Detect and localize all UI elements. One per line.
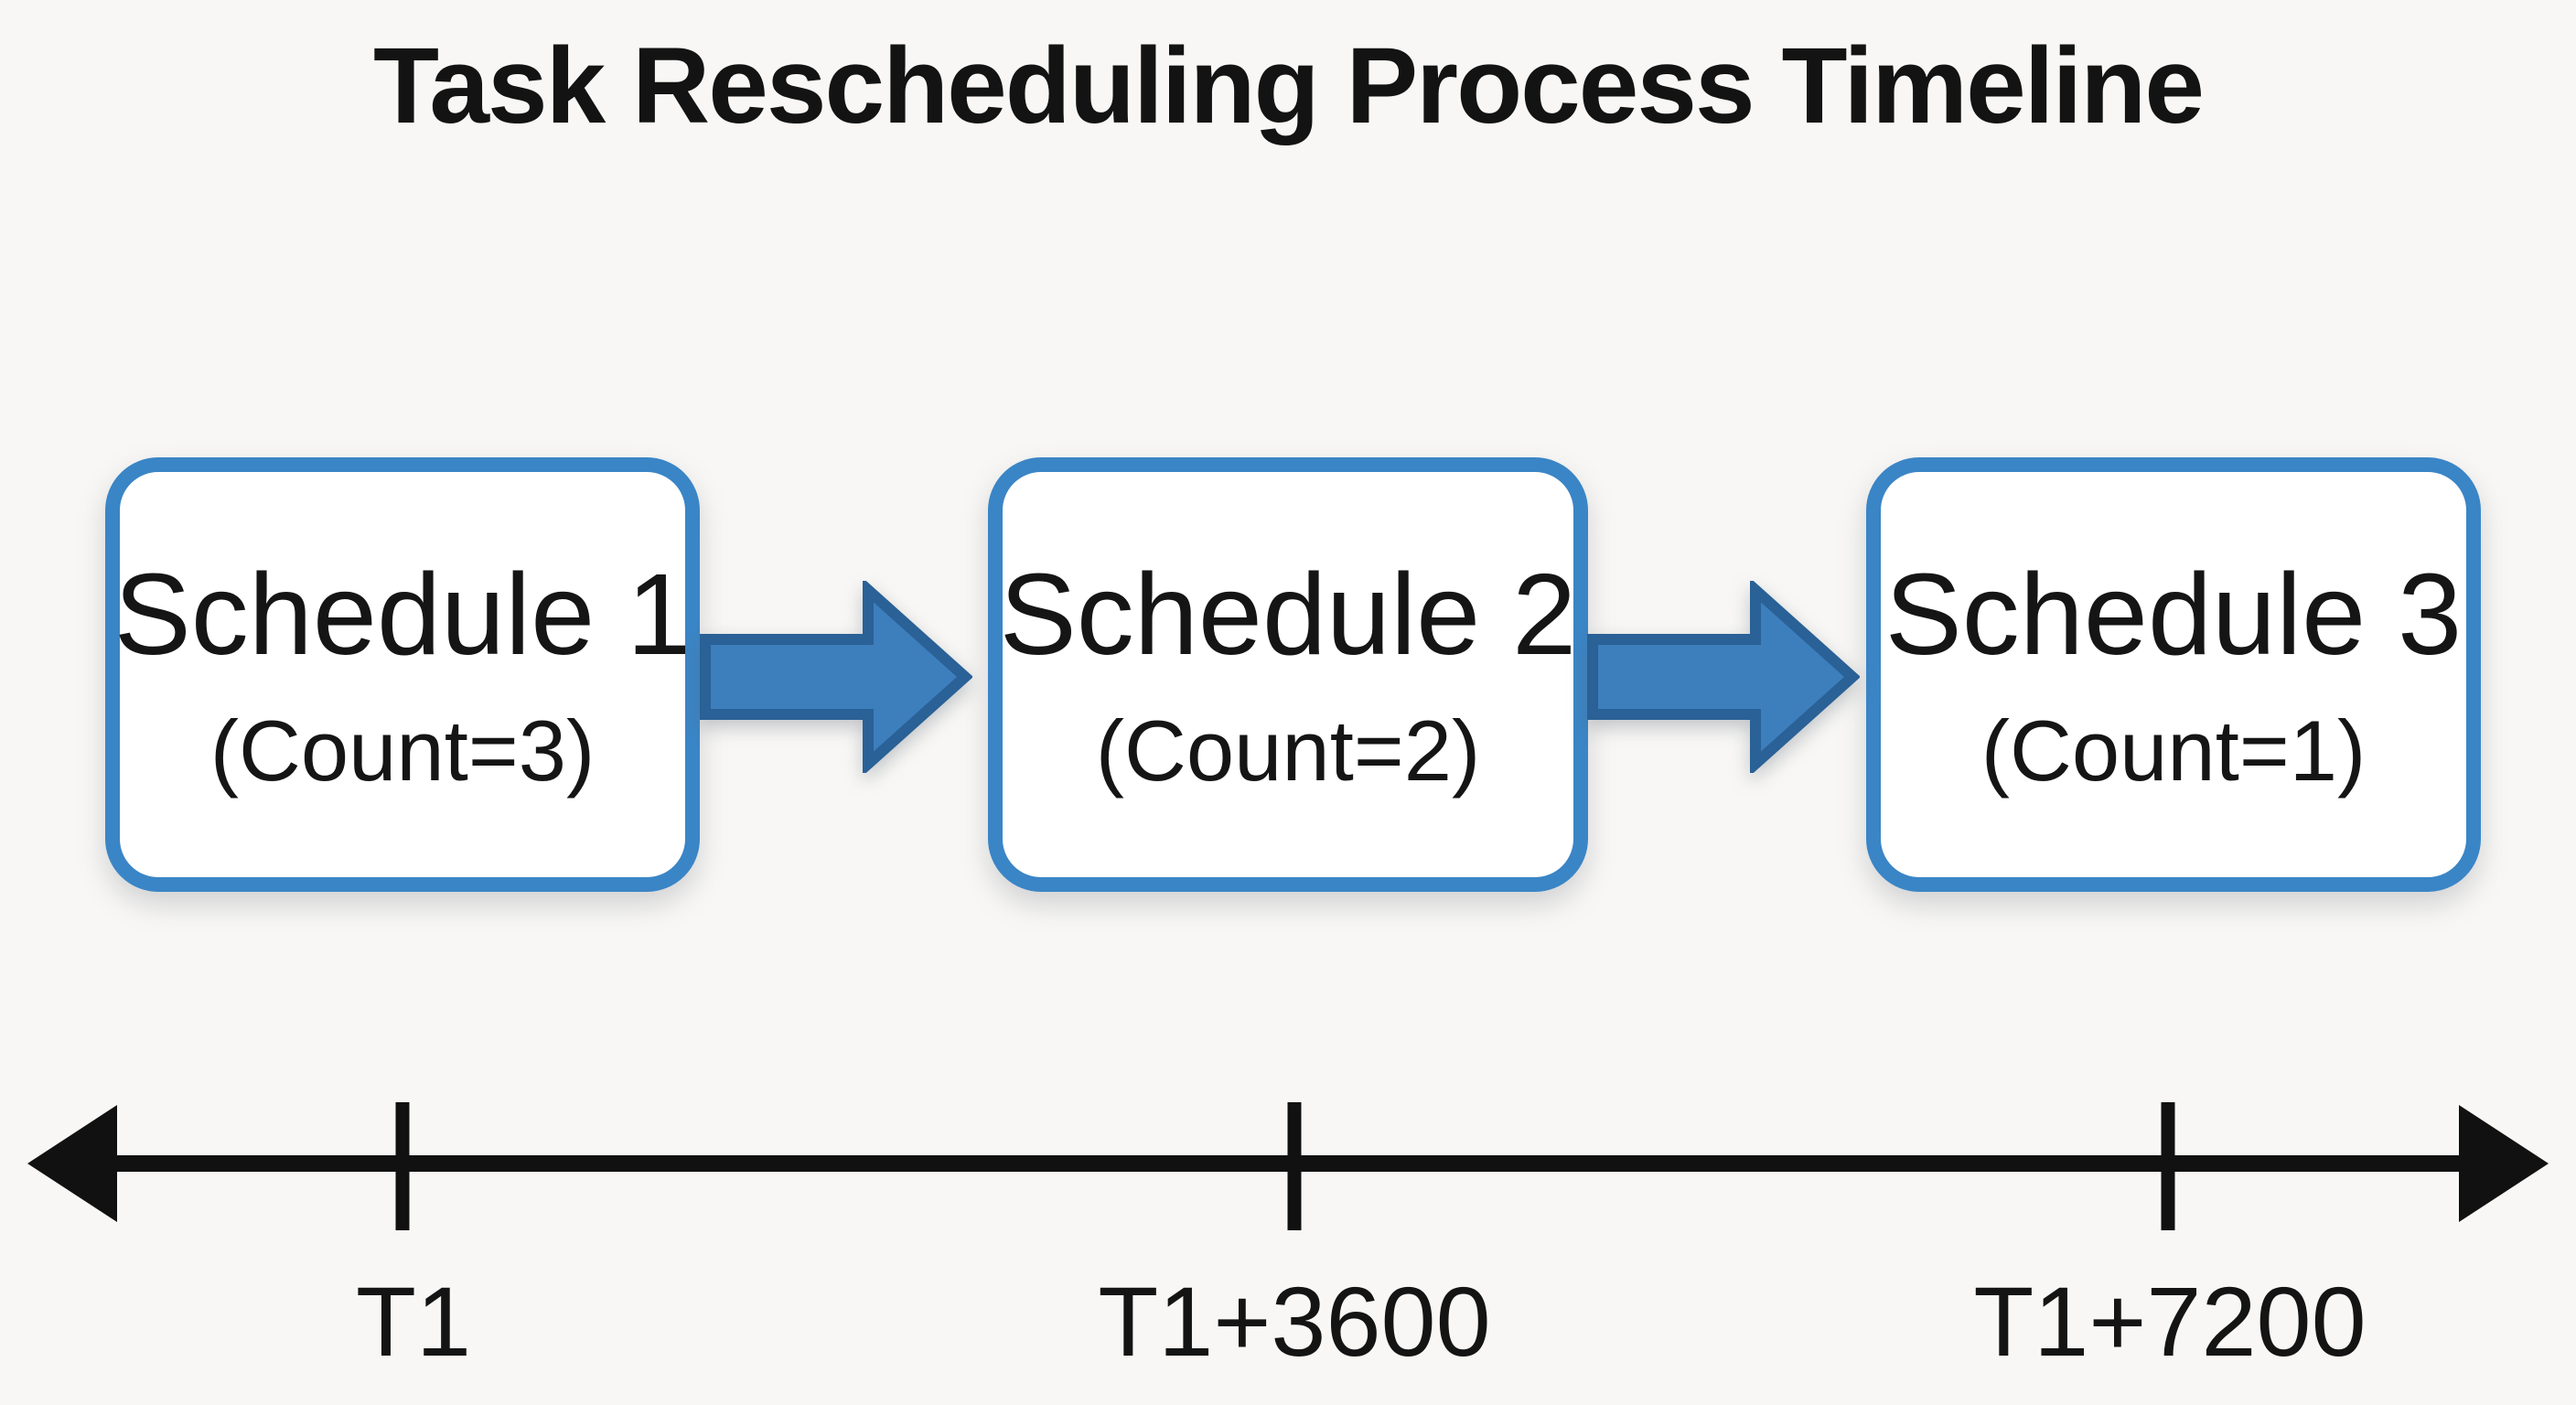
- schedule-2-label: Schedule 2: [999, 549, 1577, 679]
- schedule-1-label: Schedule 1: [113, 549, 692, 679]
- diagram-title: Task Rescheduling Process Timeline: [373, 26, 2205, 146]
- timeline-label-t1: T1: [355, 1266, 472, 1377]
- schedule-3-label: Schedule 3: [1884, 549, 2463, 679]
- timeline-left-arrowhead-icon: [27, 1105, 117, 1222]
- schedule-2-box: Schedule 2 (Count=2): [988, 457, 1588, 892]
- timeline-label-t1-3600: T1+3600: [1098, 1266, 1491, 1377]
- schedule-3-count: (Count=1): [1980, 702, 2367, 799]
- timeline-label-t1-7200: T1+7200: [1973, 1266, 2367, 1377]
- timeline-right-arrowhead-icon: [2459, 1105, 2549, 1222]
- timeline-axis: [27, 1102, 2549, 1230]
- schedule-2-count: (Count=2): [1095, 702, 1481, 799]
- schedule-1-box: Schedule 1 (Count=3): [105, 457, 700, 892]
- flow-arrow-icon: [1587, 581, 1860, 773]
- flow-arrow-icon: [700, 581, 972, 773]
- schedule-1-count: (Count=3): [209, 702, 596, 799]
- schedule-3-box: Schedule 3 (Count=1): [1866, 457, 2481, 892]
